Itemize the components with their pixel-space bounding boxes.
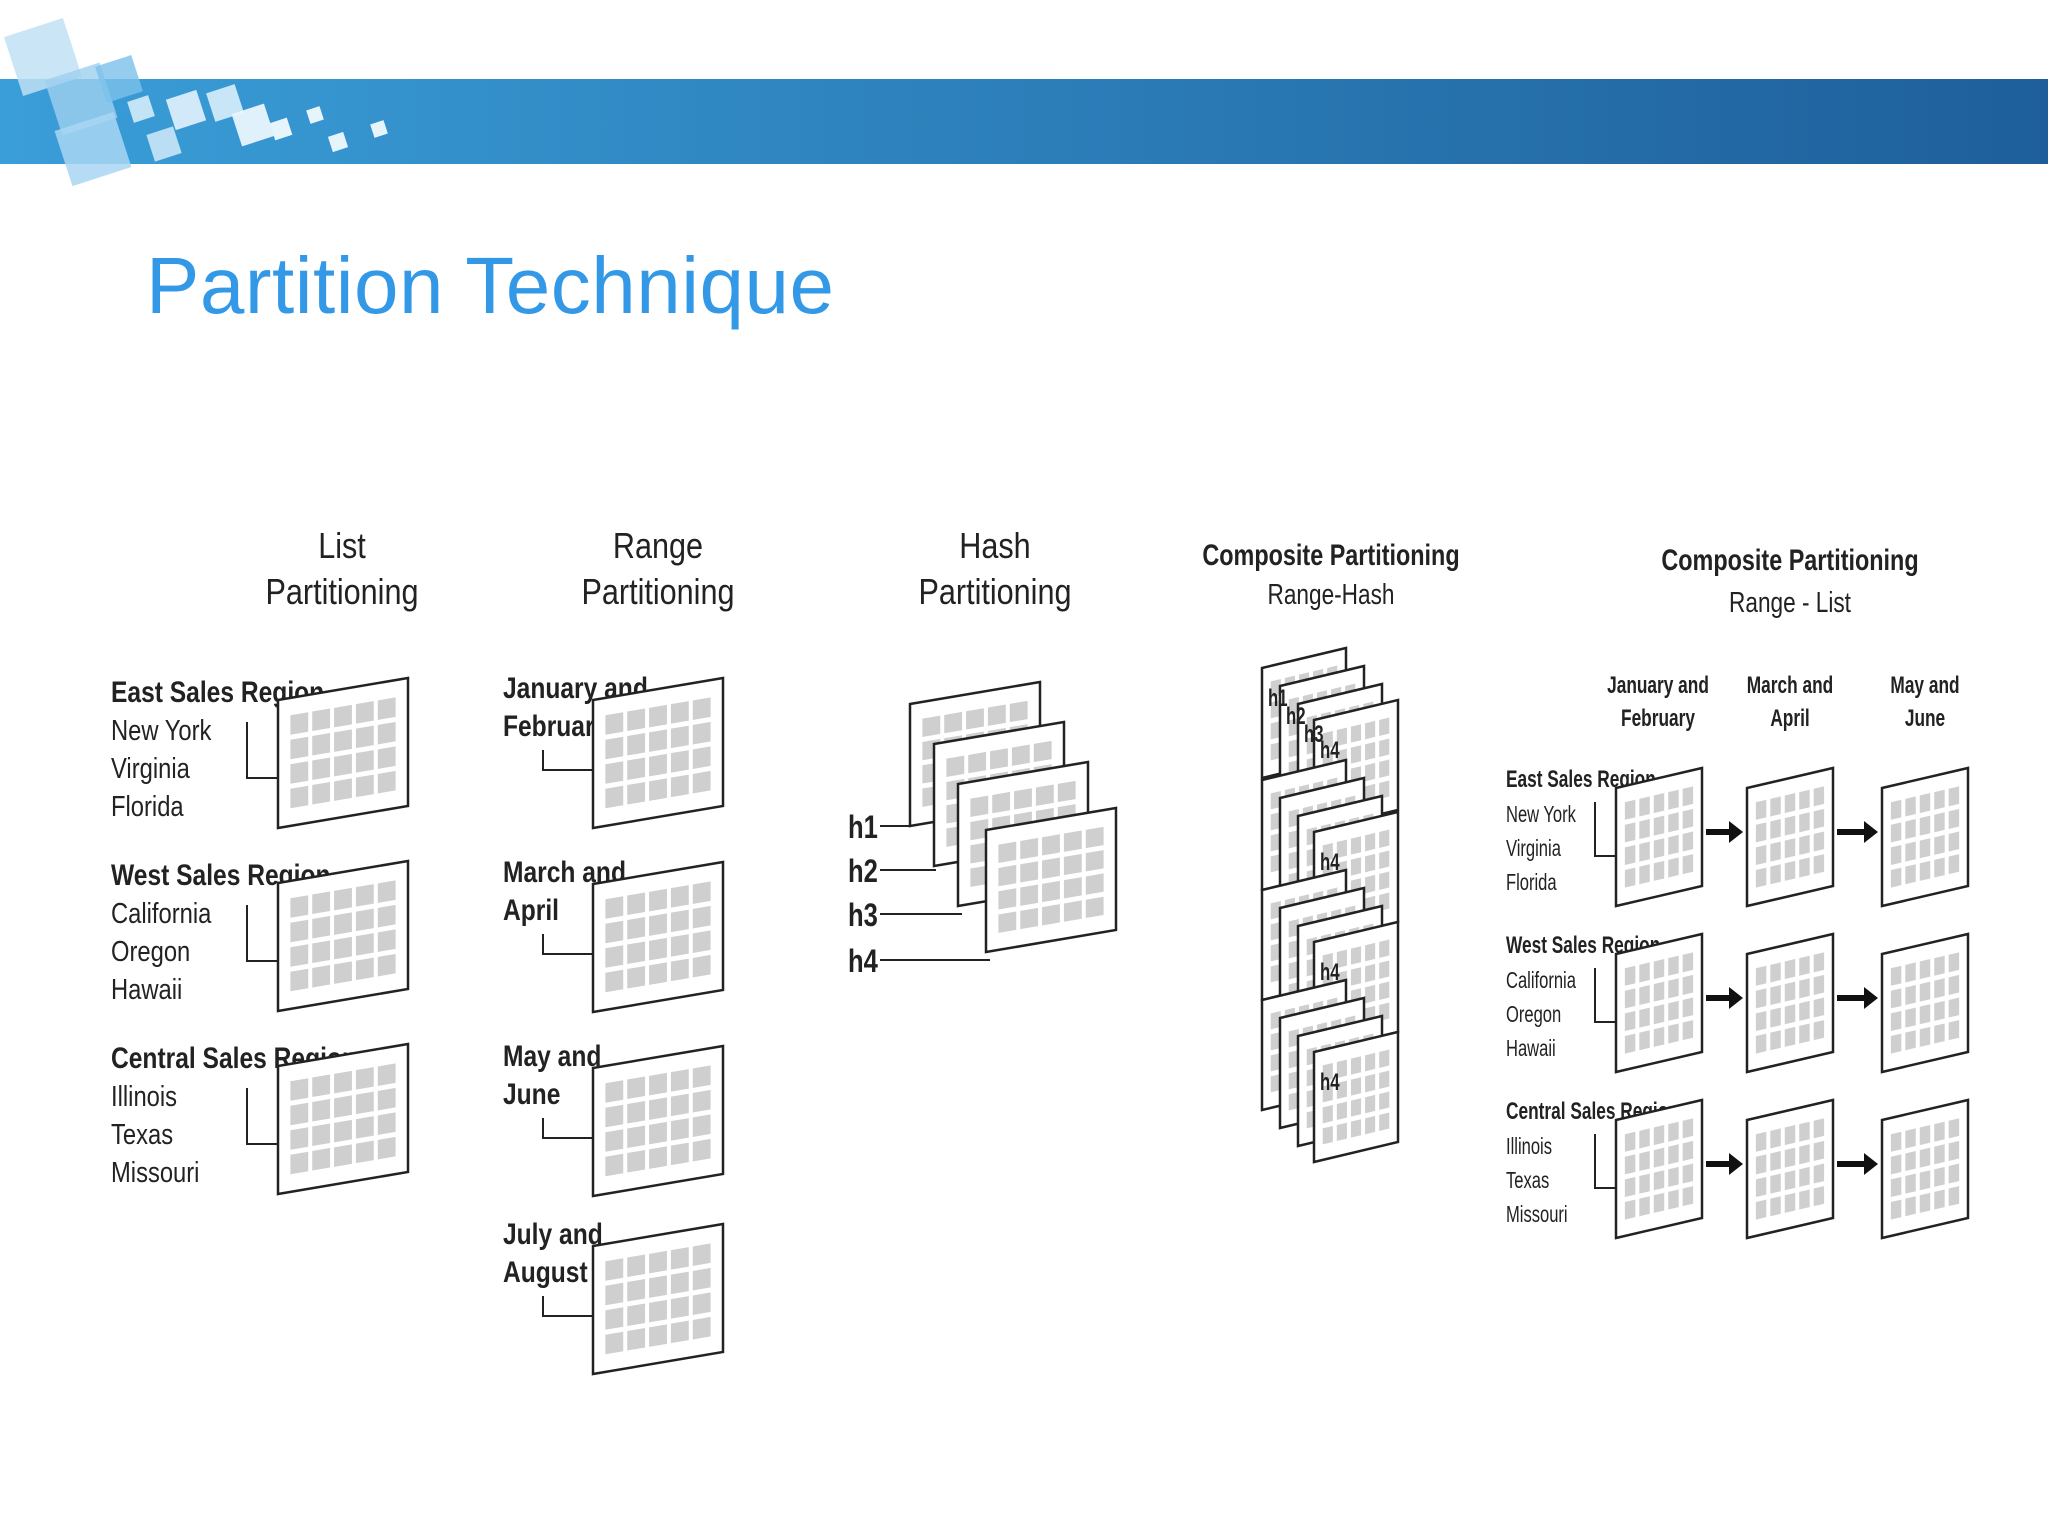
- state-label: New York: [111, 714, 212, 747]
- column-label: February: [1621, 705, 1695, 731]
- state-label: New York: [1506, 802, 1577, 827]
- hash-label: h3: [1304, 721, 1324, 748]
- table-icon: [1880, 766, 1970, 908]
- hash-label: h4: [848, 944, 878, 979]
- column-label: April: [1770, 705, 1809, 731]
- state-label: Missouri: [111, 1156, 199, 1189]
- column-label: January and: [1607, 672, 1709, 698]
- list-title: Partitioning: [265, 573, 418, 613]
- state-label: Hawaii: [111, 973, 182, 1006]
- table-icon: [1745, 766, 1835, 908]
- hash-label: h4: [1320, 959, 1340, 986]
- table-icon: [1614, 1098, 1704, 1240]
- hash-label: h2: [848, 854, 878, 889]
- composite-range-hash: Composite PartitioningRange-Hashh1h2h3h4…: [1202, 538, 1460, 1164]
- state-label: Florida: [111, 790, 184, 823]
- decorative-squares: [3, 17, 388, 187]
- table-icon: [276, 1042, 410, 1196]
- table-icon: [1614, 766, 1704, 908]
- table-icon: [984, 806, 1118, 954]
- state-label: Virginia: [111, 752, 190, 785]
- composite-subtitle: Range - List: [1729, 585, 1852, 618]
- state-label: Illinois: [111, 1080, 177, 1113]
- period-label: February: [503, 709, 609, 743]
- range-title: Range: [613, 527, 703, 567]
- composite-title: Composite Partitioning: [1202, 538, 1459, 571]
- hash-label: h2: [1286, 703, 1306, 730]
- table-icon: [1880, 1098, 1970, 1240]
- table-icon: [276, 859, 410, 1013]
- range-title: Partitioning: [581, 573, 734, 613]
- table-icon: [591, 860, 725, 1014]
- composite-subtitle: Range-Hash: [1268, 577, 1395, 610]
- period-label: August: [503, 1255, 588, 1289]
- table-icon: [1745, 932, 1835, 1074]
- period-label: June: [503, 1077, 560, 1111]
- period-label: May and: [503, 1039, 601, 1073]
- period-label: April: [503, 893, 559, 927]
- hash-label: h4: [1320, 849, 1340, 876]
- hash-label: h3: [848, 898, 878, 933]
- hash-label: h1: [848, 810, 878, 845]
- hash-label: h4: [1320, 737, 1340, 764]
- period-label: July and: [503, 1217, 603, 1251]
- slide-title: Partition Technique: [146, 241, 835, 330]
- state-label: Texas: [111, 1118, 173, 1151]
- header-banner: [0, 17, 2048, 187]
- state-label: Hawaii: [1506, 1036, 1556, 1061]
- table-icon: [591, 1222, 725, 1376]
- state-label: Texas: [1506, 1168, 1549, 1193]
- state-label: Missouri: [1506, 1202, 1568, 1227]
- column-label: March and: [1747, 672, 1833, 698]
- state-label: California: [1506, 968, 1577, 993]
- table-icon: [591, 1044, 725, 1198]
- table-icon: [591, 676, 725, 830]
- composite-title: Composite Partitioning: [1661, 543, 1918, 576]
- hash-label: h4: [1320, 1069, 1340, 1096]
- hash-title: Partitioning: [918, 573, 1071, 613]
- table-icon: [1880, 932, 1970, 1074]
- state-label: California: [111, 897, 212, 930]
- state-label: Oregon: [111, 935, 190, 968]
- column-label: May and: [1890, 672, 1959, 698]
- table-icon: [1745, 1098, 1835, 1240]
- hash-label: h1: [1268, 685, 1288, 712]
- list-title: List: [318, 527, 366, 567]
- state-label: Illinois: [1506, 1134, 1552, 1159]
- column-label: June: [1905, 705, 1945, 731]
- hash-title: Hash: [959, 527, 1030, 567]
- state-label: Florida: [1506, 870, 1557, 895]
- table-icon: [1614, 932, 1704, 1074]
- table-icon: [276, 676, 410, 830]
- table-icon: [1312, 1030, 1400, 1164]
- state-label: Oregon: [1506, 1002, 1561, 1027]
- state-label: Virginia: [1506, 836, 1562, 861]
